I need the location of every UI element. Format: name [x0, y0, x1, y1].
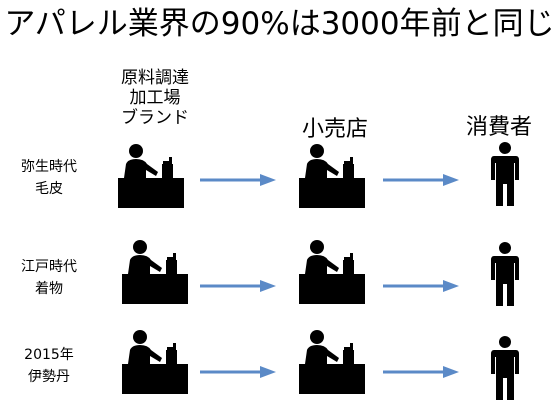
row-label-item: 毛皮	[35, 181, 63, 197]
source-header-line: ブランド	[121, 108, 189, 128]
person-at-desk-icon	[299, 330, 365, 394]
arrow-right-icon	[381, 172, 461, 188]
consumer-column-header: 消費者	[465, 115, 532, 140]
row-label: 江戸時代 着物	[4, 256, 94, 300]
row-label: 2015年 伊勢丹	[4, 344, 94, 388]
person-standing-icon	[491, 336, 519, 400]
row-label-item: 伊勢丹	[28, 369, 70, 385]
row-label-era: 江戸時代	[21, 259, 77, 275]
arrow-right-icon	[381, 364, 461, 380]
person-at-desk-icon	[122, 240, 188, 304]
source-header-line: 原料調達	[121, 68, 189, 88]
person-at-desk-icon	[118, 144, 184, 208]
arrow-right-icon	[198, 172, 278, 188]
row-label-era: 2015年	[24, 347, 74, 363]
arrow-right-icon	[198, 278, 278, 294]
person-at-desk-icon	[122, 330, 188, 394]
row-label: 弥生時代 毛皮	[4, 156, 94, 200]
person-at-desk-icon	[299, 240, 365, 304]
person-at-desk-icon	[299, 144, 365, 208]
arrow-right-icon	[198, 364, 278, 380]
source-column-header: 原料調達 加工場 ブランド	[100, 68, 210, 128]
person-standing-icon	[491, 242, 519, 306]
arrow-right-icon	[381, 278, 461, 294]
row-label-item: 着物	[35, 281, 63, 297]
person-standing-icon	[491, 142, 519, 206]
page-title: アパレル業界の90%は3000年前と同じ	[4, 6, 555, 42]
row-label-era: 弥生時代	[21, 159, 77, 175]
source-header-line: 加工場	[129, 88, 181, 108]
retail-column-header: 小売店	[301, 117, 368, 142]
